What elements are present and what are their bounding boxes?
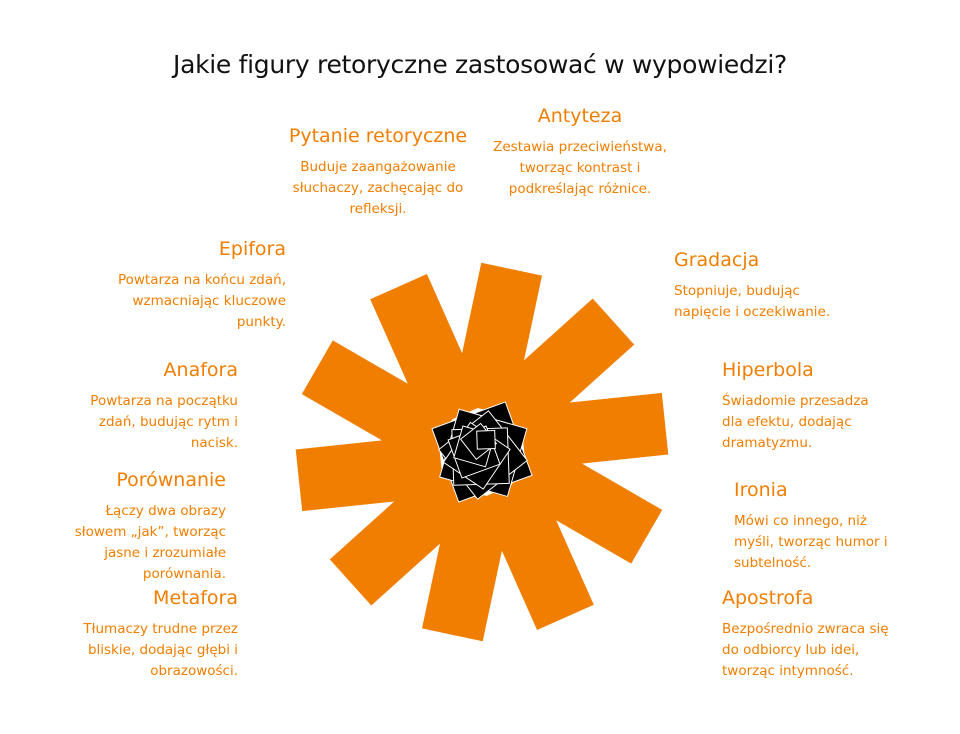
item-apostrofa: Apostrofa Bezpośrednio zwraca się do odb…: [722, 586, 907, 682]
item-epifora: Epifora Powtarza na końcu zdań, wzmacnia…: [96, 237, 286, 333]
item-description: Stopniuje, budując napięcie i oczekiwani…: [674, 283, 831, 320]
item-title: Anafora: [163, 359, 238, 381]
item-description: Bezpośrednio zwraca się do odbiorcy lub …: [722, 621, 889, 679]
spiral-center-segment: [476, 429, 496, 450]
item-metafora: Metafora Tłumaczy trudne przez bliskie, …: [62, 586, 238, 682]
item-description: Tłumaczy trudne przez bliskie, dodając g…: [83, 621, 238, 679]
item-title: Epifora: [218, 238, 286, 260]
pinwheel-blade: [370, 274, 485, 430]
item-description: Łączy dwa obrazy słowem „jak”, tworząc j…: [74, 503, 226, 582]
pinwheel-blade: [301, 340, 457, 466]
item-title: Hiperbola: [722, 359, 814, 381]
item-description: Świadomie przesadza dla efektu, dodając …: [722, 393, 869, 451]
pinwheel-blade: [329, 463, 478, 606]
page-title: Jakie figury retoryczne zastosować w wyp…: [173, 50, 787, 79]
item-title: Apostrofa: [722, 587, 814, 609]
item-porownanie: Porównanie Łączy dwa obrazy słowem „jak”…: [66, 468, 226, 585]
item-description: Mówi co innego, niż myśli, tworząc humor…: [734, 513, 888, 571]
pinwheel-blade: [507, 438, 663, 564]
item-title: Metafora: [153, 587, 238, 609]
item-gradacja: Gradacja Stopniuje, budując napięcie i o…: [674, 248, 854, 323]
item-anafora: Anafora Powtarza na początku zdań, buduj…: [78, 358, 238, 454]
item-title: Porównanie: [116, 469, 226, 491]
item-title: Ironia: [734, 479, 788, 501]
item-hiperbola: Hiperbola Świadomie przesadza dla efektu…: [722, 358, 882, 454]
item-title: Pytanie retoryczne: [288, 125, 468, 147]
item-pytanie-retoryczne: Pytanie retoryczne Buduje zaangażowanie …: [278, 124, 478, 220]
item-antyteza: Antyteza Zestawia przeciwieństwa, tworzą…: [490, 104, 670, 200]
item-title: Antyteza: [537, 105, 623, 127]
item-description: Zestawia przeciwieństwa, tworząc kontras…: [493, 139, 667, 197]
pinwheel-blade: [486, 298, 635, 441]
item-title: Gradacja: [674, 249, 760, 271]
item-description: Buduje zaangażowanie słuchaczy, zachęcaj…: [292, 159, 464, 217]
item-description: Powtarza na początku zdań, budując rytm …: [90, 393, 238, 451]
item-ironia: Ironia Mówi co innego, niż myśli, tworzą…: [734, 478, 904, 574]
item-description: Powtarza na końcu zdań, wzmacniając kluc…: [117, 272, 286, 330]
